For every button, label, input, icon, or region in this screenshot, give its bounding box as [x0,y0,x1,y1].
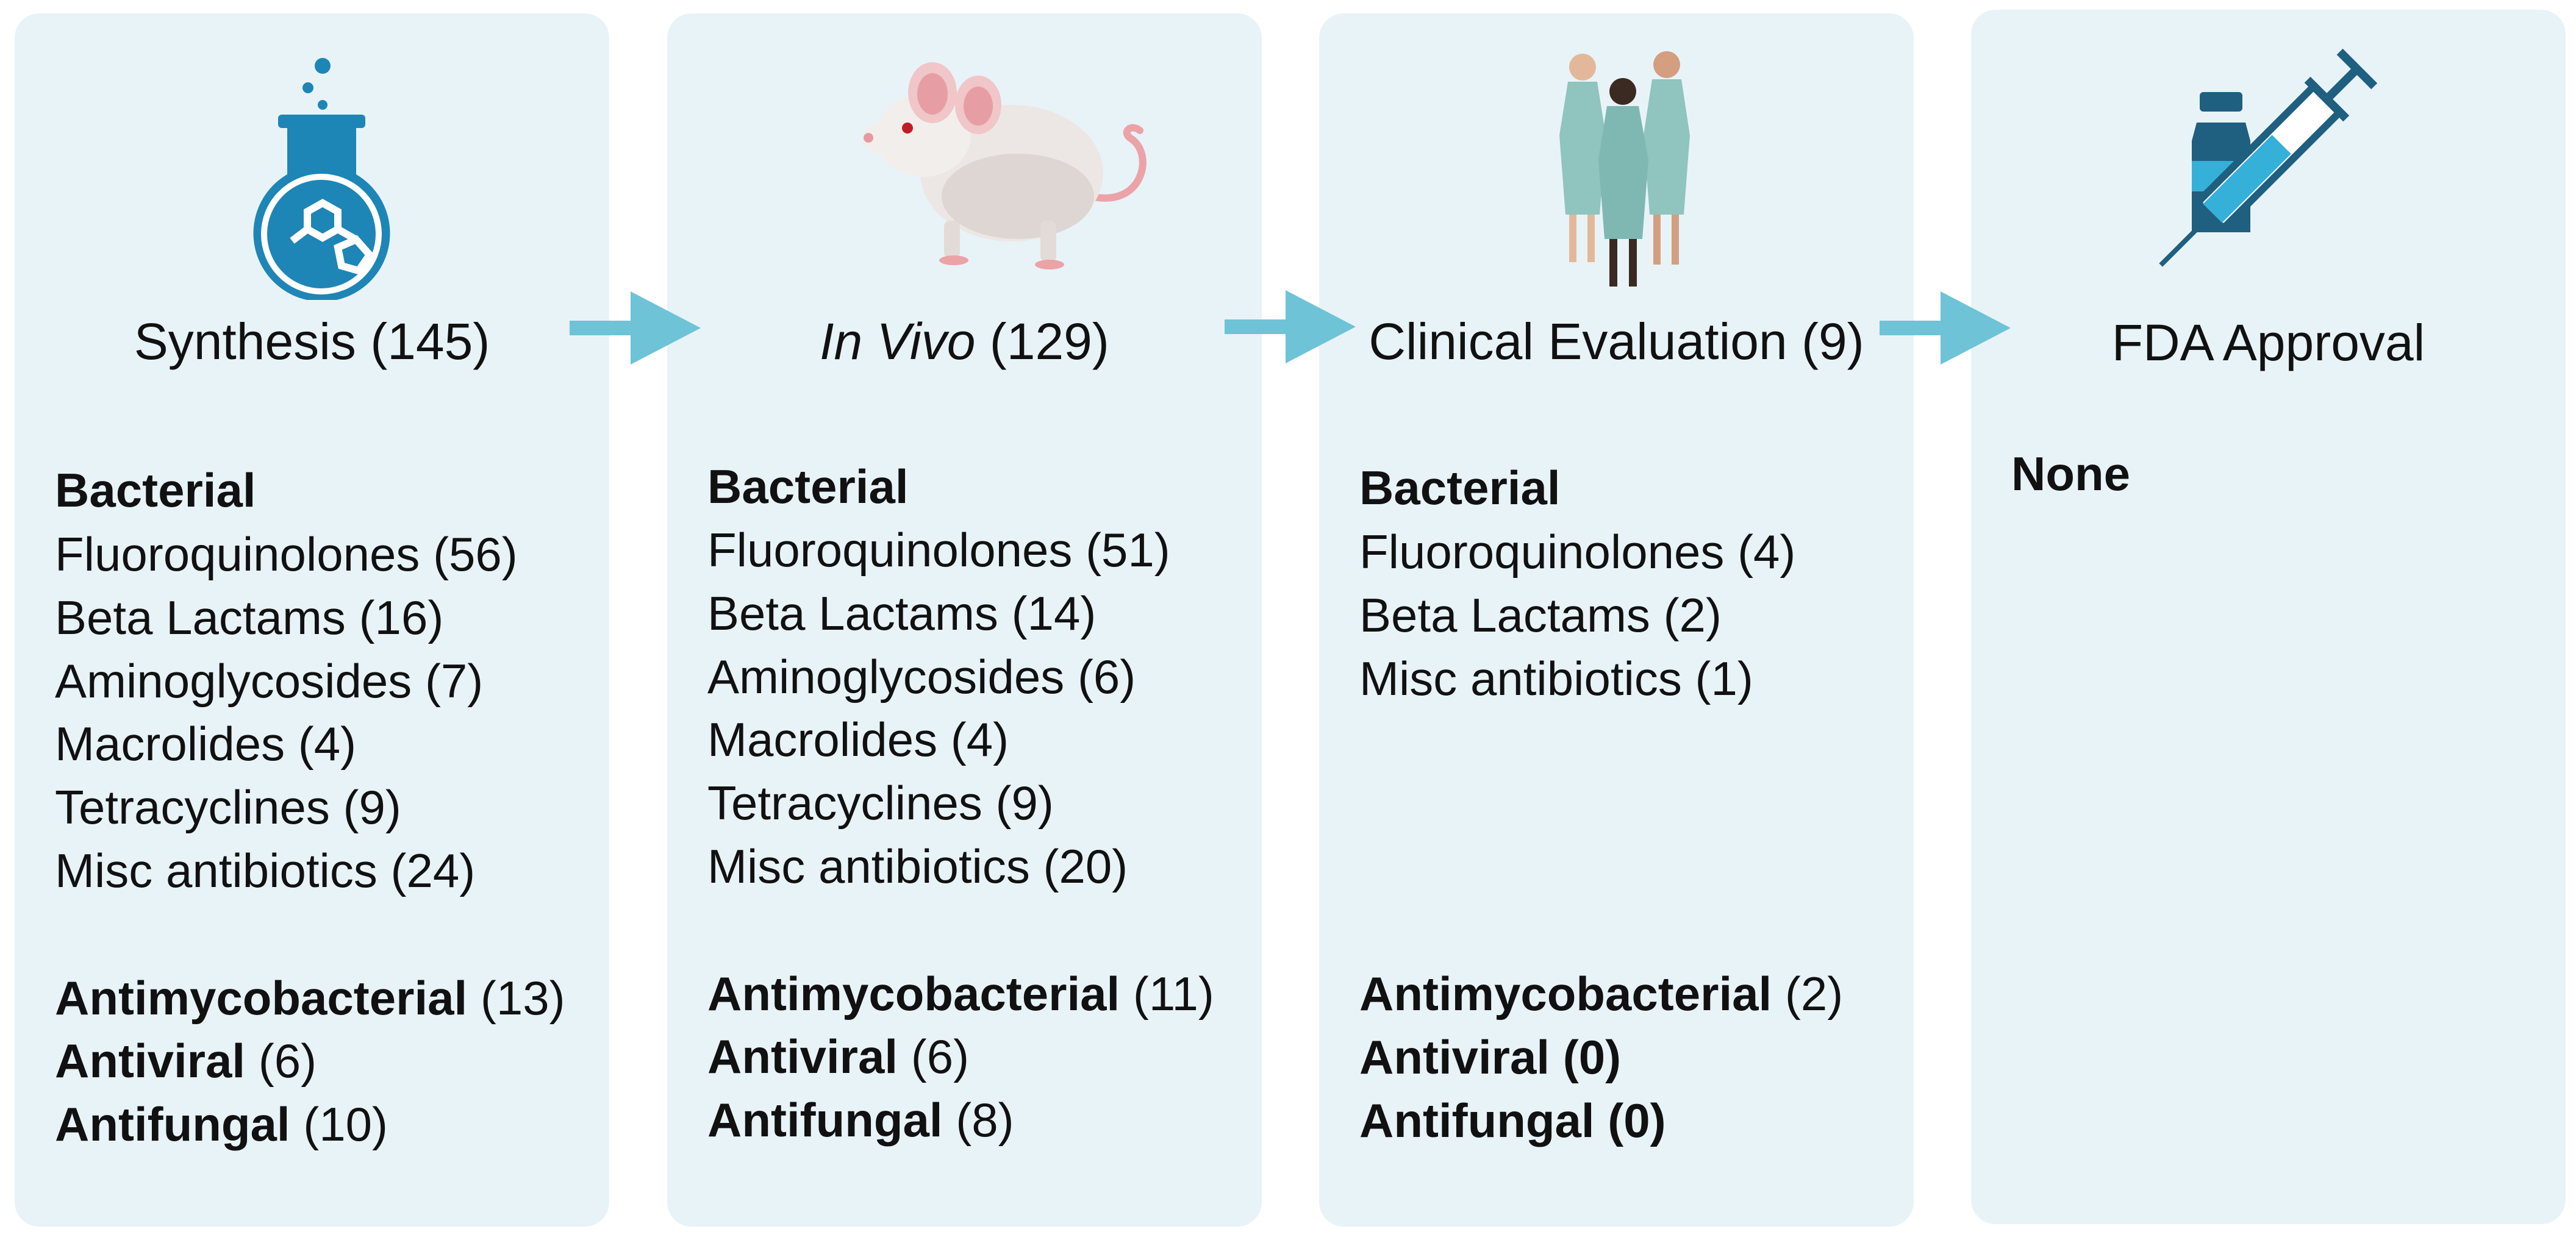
category-count: (13) [467,971,565,1025]
flask-icon [253,58,390,300]
result-none: None [2011,447,2130,501]
category-label: Antiviral [55,1034,246,1088]
stage-title-count: (129) [975,313,1109,370]
list-item: Misc antibiotics (24) [55,844,476,897]
list-item: Fluoroquinolones (4) [1359,525,1796,579]
list-item: Misc antibiotics (1) [1359,652,1753,705]
category-heading-bacterial: Bacterial [1359,461,1561,515]
category-antiviral: Antiviral (6) [707,1029,969,1084]
category-antimycobacterial: Antimycobacterial (11) [707,966,1214,1021]
list-item: Beta Lactams (14) [707,586,1097,640]
category-label: Antimycobacterial [1359,967,1772,1021]
stage-panel-fda-approval: FDA Approval None [1971,10,2566,1224]
category-antifungal: Antifungal (8) [707,1092,1014,1147]
list-item: Macrolides (4) [707,713,1009,766]
list-item: Aminoglycosides (7) [55,654,484,708]
arrow-right-icon [1880,291,2011,365]
list-item: Beta Lactams (16) [55,591,444,644]
category-label: Antiviral [707,1030,898,1083]
category-heading-bacterial: Bacterial [55,463,256,517]
category-count: (10) [290,1097,388,1151]
category-heading-bacterial: Bacterial [707,460,909,513]
category-antiviral: Antiviral (6) [55,1033,317,1088]
stage-panel-synthesis: Synthesis (145) Bacterial Fluoroquinolon… [15,13,609,1227]
list-item: Fluoroquinolones (56) [55,527,518,581]
category-antimycobacterial: Antimycobacterial (13) [55,971,565,1025]
list-item: Tetracyclines (9) [707,776,1054,830]
category-label: Antimycobacterial [707,967,1120,1021]
category-label: Antimycobacterial [55,971,468,1025]
category-label: Antifungal [55,1097,290,1151]
list-item: Macrolides (4) [55,717,357,771]
vaccine-syringe-icon [2159,48,2378,267]
category-antifungal: Antifungal (0) [1359,1094,1666,1147]
category-count: (6) [898,1030,970,1083]
category-count: (2) [1772,967,1844,1021]
arrow-right-icon [570,291,701,365]
stage-title: Synthesis (145) [134,313,490,370]
category-count: (11) [1120,967,1214,1021]
list-item: Tetracyclines (9) [55,780,401,834]
stage-title: Clinical Evaluation (9) [1368,313,1864,370]
category-label: Antifungal [707,1093,943,1147]
stage-title: FDA Approval [2111,314,2425,371]
list-item: Beta Lactams (2) [1359,588,1722,642]
category-count: (6) [245,1034,317,1088]
arrow-right-icon [1225,290,1356,363]
category-antimycobacterial: Antimycobacterial (2) [1359,966,1843,1021]
stage-panel-clinical-evaluation: Clinical Evaluation (9) Bacterial Fluoro… [1319,13,1914,1227]
mouse-icon [862,62,1147,269]
list-item: Misc antibiotics (20) [707,839,1128,893]
stage-title: In Vivo (129) [667,311,1262,372]
patients-icon [1559,51,1690,287]
category-count: (8) [942,1093,1014,1147]
stage-panel-in-vivo: In Vivo (129) Bacterial Fluoroquinolones… [667,13,1262,1227]
category-antifungal: Antifungal (10) [55,1097,388,1152]
stage-title-italic: In Vivo [820,313,976,370]
list-item: Fluoroquinolones (51) [707,523,1170,577]
list-item: Aminoglycosides (6) [707,650,1136,704]
category-antiviral: Antiviral (0) [1359,1030,1622,1084]
